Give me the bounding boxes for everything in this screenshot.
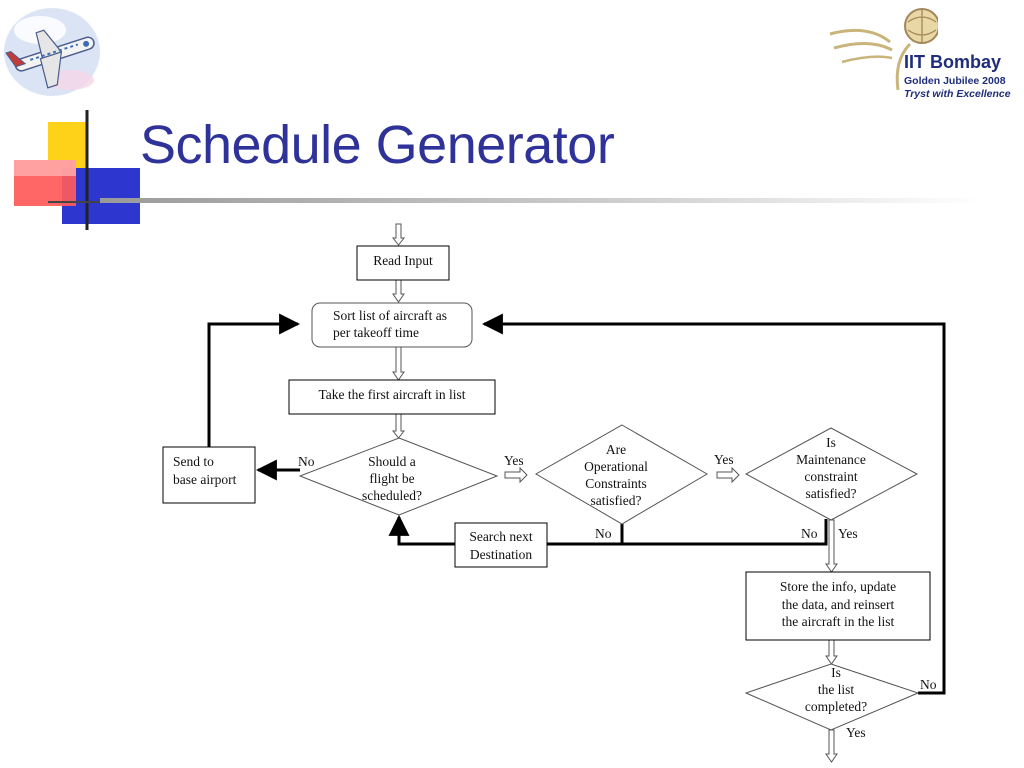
edge-label-no-list: No (920, 677, 937, 692)
arrow-read-to-sort (392, 279, 405, 303)
flow-connectors (391, 223, 838, 763)
should-schedule-text: scheduled? (362, 488, 422, 503)
should-schedule-label: Should a flight be scheduled? (362, 454, 422, 503)
store-info-label: Store the info, update the data, and rei… (780, 579, 896, 629)
operational-text: Operational (584, 459, 648, 474)
airplane-clipart-icon (4, 8, 100, 96)
arrow-sort-to-take (392, 346, 405, 381)
operational-text: satisfied? (591, 493, 642, 508)
sort-list-text: Sort list of aircraft as (333, 308, 447, 323)
maintenance-text: satisfied? (806, 486, 857, 501)
list-completed-diamond (744, 663, 920, 731)
store-info-text: the aircraft in the list (782, 614, 895, 629)
line-constraints-to-search (388, 514, 828, 546)
operational-label: Are Operational Constraints satisfied? (584, 442, 648, 508)
take-first-label: Take the first aircraft in list (318, 387, 465, 402)
sort-list-label: Sort list of aircraft as per takeoff tim… (333, 308, 447, 340)
maintenance-text: Maintenance (796, 452, 866, 467)
edge-label-yes-operational: Yes (504, 453, 524, 468)
maintenance-text: Is (826, 435, 836, 450)
take-first-text: Take the first aircraft in list (318, 387, 465, 402)
send-base-text: base airport (173, 472, 237, 487)
should-schedule-text: flight be (369, 471, 414, 486)
edge-label-yes-store: Yes (838, 526, 858, 541)
search-next-label: Search next Destination (469, 529, 533, 562)
edge-label-yes-maintenance: Yes (714, 452, 734, 467)
globe-swoosh-icon (829, 8, 938, 91)
maintenance-text: constraint (804, 469, 857, 484)
operational-diamond (534, 424, 708, 525)
arrow-take-to-decision (391, 413, 406, 439)
maintenance-label: Is Maintenance constraint satisfied? (796, 435, 866, 501)
line-list-no-to-sort (481, 313, 946, 695)
store-info-text: the data, and reinsert (782, 597, 895, 612)
sort-list-box (311, 302, 473, 348)
slide-title: Schedule Generator (140, 115, 615, 175)
loop-connectors (207, 313, 946, 695)
operational-text: Are (606, 442, 626, 457)
send-base-label: Send to base airport (173, 454, 237, 487)
edge-label-no-operational: No (595, 526, 612, 541)
search-next-text: Destination (470, 547, 532, 562)
logo-line2: Tryst with Excellence (904, 88, 1011, 100)
edge-label-no-maintenance: No (801, 526, 818, 541)
read-input-label: Read Input (373, 253, 433, 268)
arrow-yes-to-store (825, 519, 838, 573)
list-completed-text: completed? (805, 699, 867, 714)
arrow-list-yes-exit (825, 729, 838, 763)
title-divider (100, 198, 980, 203)
logo-name: IIT Bombay (904, 52, 1002, 72)
search-next-text: Search next (469, 529, 533, 544)
read-input-box (356, 245, 450, 281)
edge-label-yes-end: Yes (846, 725, 866, 740)
list-completed-text: Is (831, 665, 841, 680)
search-next-box (454, 522, 548, 568)
arrow-store-to-list (825, 639, 838, 665)
take-first-box (288, 379, 496, 415)
edge-label-no-send-base: No (298, 454, 315, 469)
should-schedule-text: Should a (368, 454, 416, 469)
send-base-box (162, 446, 256, 504)
list-completed-text: the list (818, 682, 855, 697)
operational-text: Constraints (585, 476, 647, 491)
sort-list-text: per takeoff time (333, 325, 419, 340)
decorative-squares-icon (14, 110, 140, 230)
logo-line1: Golden Jubilee 2008 (904, 75, 1006, 87)
should-schedule-diamond (298, 437, 499, 516)
iit-bombay-logo: IIT Bombay Golden Jubilee 2008 Tryst wit… (828, 4, 1024, 104)
store-info-box (745, 571, 931, 641)
maintenance-diamond (744, 427, 919, 521)
store-info-text: Store the info, update (780, 579, 896, 594)
arrow-yes-to-operational (504, 466, 528, 484)
arrow-into-read-input (391, 223, 406, 246)
list-completed-label: Is the list completed? (805, 665, 867, 714)
arrow-yes-to-maintenance (716, 466, 740, 484)
send-base-text: Send to (173, 454, 214, 469)
line-base-to-sort (207, 313, 301, 447)
read-input-text: Read Input (373, 253, 433, 268)
